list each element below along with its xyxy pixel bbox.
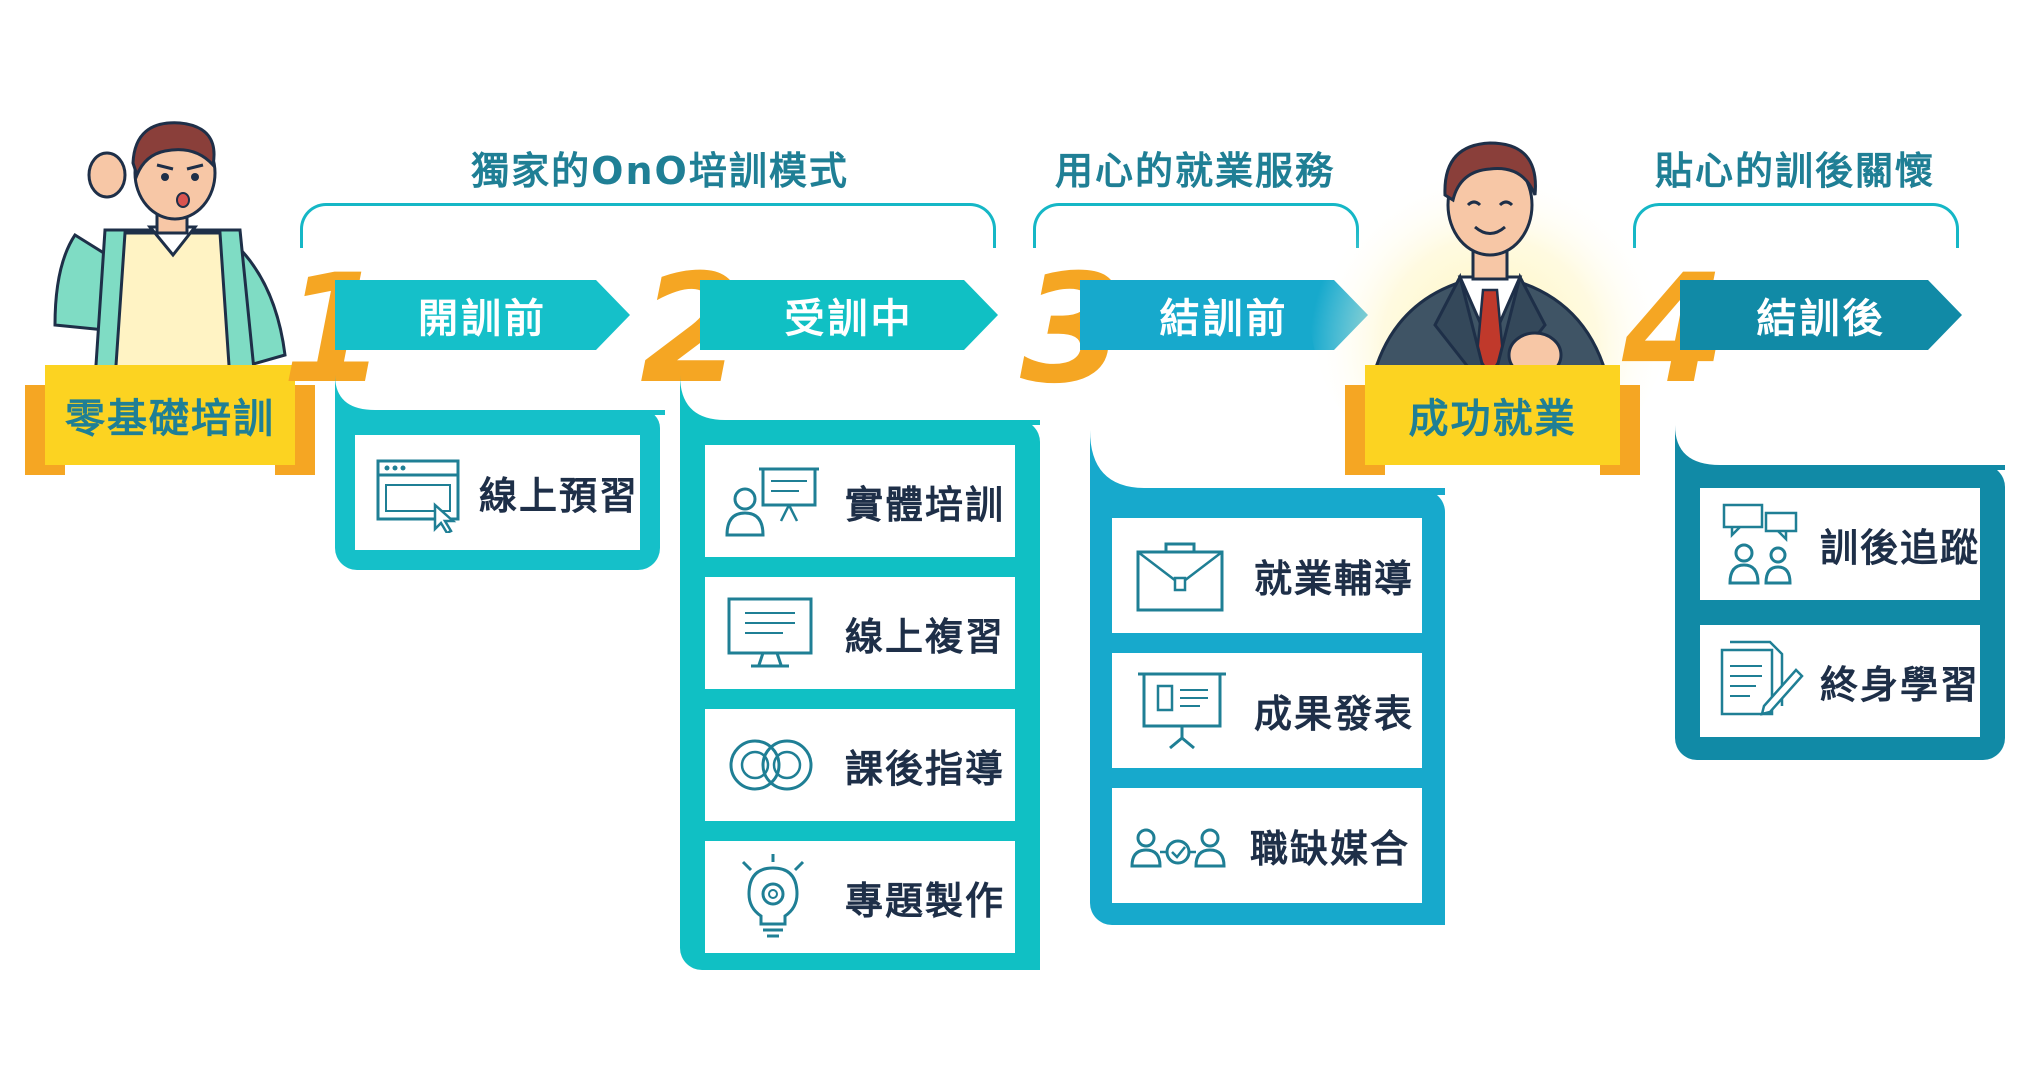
group-title-after-care: 貼心的訓後關懷: [1654, 149, 1935, 193]
stage-3-item-2-label: 成果發表: [1254, 692, 1415, 736]
stage-2-item-1: 實體培訓: [705, 445, 1015, 557]
stage-4-panel-tail: [1675, 425, 2005, 470]
stage-4-arrow: 結訓後: [1680, 280, 1962, 350]
briefcase-icon: [1136, 542, 1224, 611]
infinity-loop-icon: [729, 739, 813, 791]
start-banner-label: 零基礎培訓: [45, 365, 295, 465]
document-pen-icon: [1720, 640, 1804, 716]
bracket-ono-training: [300, 203, 996, 248]
stage-4-item-1: 訓後追蹤: [1700, 488, 1980, 600]
stage-2-item-3-label: 課後指導: [845, 746, 1006, 791]
stage-1-arrow: 開訓前: [335, 280, 630, 350]
stage-3-item-1-label: 就業輔導: [1254, 557, 1415, 601]
group-title-employment-service: 用心的就業服務: [1054, 149, 1335, 193]
chat-people-icon: [1722, 503, 1798, 585]
stage-3-item-3: 職缺媒合: [1112, 788, 1422, 903]
presenter-icon: [725, 467, 819, 537]
stage-3-item-3-label: 職缺媒合: [1250, 827, 1411, 871]
people-match-icon: [1130, 828, 1226, 867]
stage-3-item-2: 成果發表: [1112, 653, 1422, 768]
stage-2-panel-tail: [680, 375, 1040, 425]
stage-2-item-3: 課後指導: [705, 709, 1015, 821]
stage-2-arrow: 受訓中: [700, 280, 998, 350]
stage-1-item-1-label: 線上預習: [479, 474, 640, 518]
stage-2-item-4: 專題製作: [705, 841, 1015, 953]
stage-1-item-1: 線上預習: [355, 435, 640, 550]
group-title-ono-training: 獨家的OnO培訓模式: [471, 149, 849, 193]
presentation-board-icon: [1138, 672, 1226, 749]
stage-1-panel-tail: [335, 375, 665, 415]
browser-cursor-icon: [376, 459, 460, 533]
stage-4-item-2-label: 終身學習: [1820, 662, 1981, 707]
stage-4-item-1-label: 訓後追蹤: [1820, 525, 1981, 570]
stage-3-panel-tail: [1090, 430, 1445, 495]
stage-2-item-4-label: 專題製作: [845, 878, 1006, 923]
lightbulb-gear-icon: [741, 854, 805, 938]
stage-2-item-2-label: 線上複習: [845, 614, 1006, 659]
worried-man-illustration: [53, 121, 287, 380]
end-banner-label: 成功就業: [1365, 365, 1620, 465]
stage-3-item-1: 就業輔導: [1112, 518, 1422, 633]
stage-2-item-2: 線上複習: [705, 577, 1015, 689]
stage-2-item-1-label: 實體培訓: [845, 482, 1006, 527]
stage-4-item-2: 終身學習: [1700, 625, 1980, 737]
monitor-icon: [727, 597, 813, 668]
